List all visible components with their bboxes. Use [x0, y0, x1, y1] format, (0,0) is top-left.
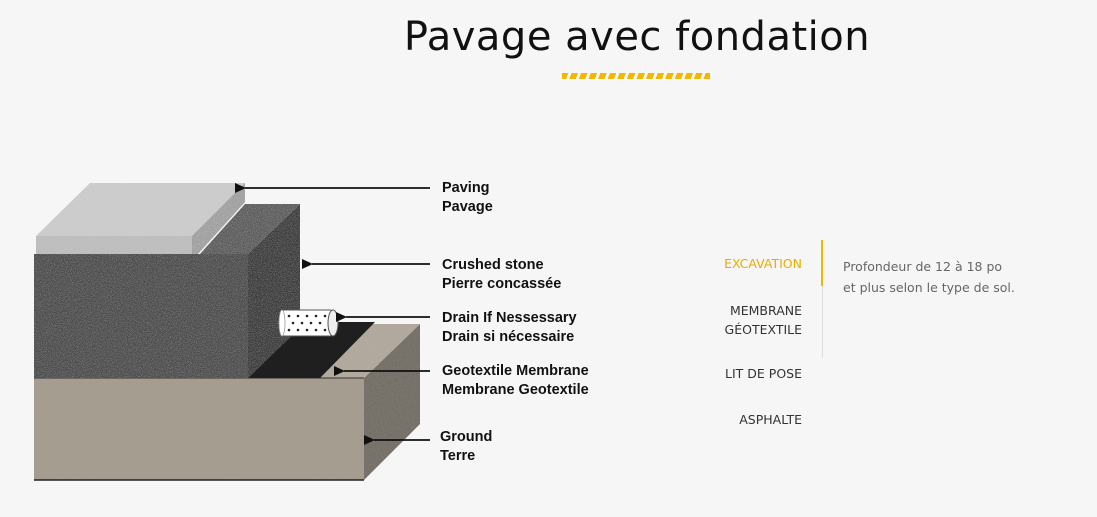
- tab-lit-de-pose-label: LIT DE POSE: [725, 366, 802, 381]
- paving-label: Paving Pavage: [442, 179, 493, 217]
- paving-label-en: Paving: [442, 180, 490, 196]
- ground-label-en: Ground: [440, 429, 493, 445]
- ground-label-fr: Terre: [440, 448, 476, 464]
- crushed-stone-layer: [34, 204, 300, 378]
- tab-description: Profondeur de 12 à 18 po et plus selon l…: [843, 256, 1073, 298]
- crushed-stone-label-en: Crushed stone: [442, 257, 544, 273]
- tab-asphalte[interactable]: ASPHALTE: [739, 410, 802, 429]
- page-title: Pavage avec fondation: [403, 14, 871, 60]
- label-arrows: [235, 183, 430, 445]
- geotextile-membrane-layer: [248, 322, 375, 378]
- drain-label: Drain If Nessessary Drain si nécessaire: [442, 309, 577, 347]
- paving-layer: [36, 183, 245, 254]
- description-line-2: et plus selon le type de sol.: [843, 280, 1015, 295]
- geotextile-label: Geotextile Membrane Membrane Geotextile: [442, 362, 589, 400]
- tab-membrane-label-line2: GÉOTEXTILE: [724, 322, 802, 337]
- title-underline: [562, 73, 710, 79]
- tab-excavation[interactable]: EXCAVATION: [724, 254, 802, 273]
- geotextile-label-en: Geotextile Membrane: [442, 363, 589, 379]
- active-tab-indicator: [821, 240, 823, 286]
- description-line-1: Profondeur de 12 à 18 po: [843, 259, 1003, 274]
- tab-lit-de-pose[interactable]: LIT DE POSE: [725, 364, 802, 383]
- ground-label: Ground Terre: [440, 428, 492, 466]
- paving-cross-section-diagram: [34, 183, 430, 481]
- tab-membrane-geotextile[interactable]: MEMBRANE GÉOTEXTILE: [725, 301, 802, 339]
- tab-divider: [822, 240, 823, 358]
- drain-label-en: Drain If Nessessary: [442, 310, 577, 326]
- drain-label-fr: Drain si nécessaire: [442, 329, 575, 345]
- crushed-stone-label: Crushed stone Pierre concassée: [442, 256, 561, 294]
- tab-membrane-label-line1: MEMBRANE: [729, 303, 802, 318]
- tab-excavation-label: EXCAVATION: [724, 256, 802, 271]
- paving-label-fr: Pavage: [442, 199, 493, 215]
- crushed-stone-label-fr: Pierre concassée: [442, 276, 562, 292]
- geotextile-label-fr: Membrane Geotextile: [442, 382, 589, 398]
- drain-pipe: [278, 309, 339, 337]
- tab-asphalte-label: ASPHALTE: [739, 412, 802, 427]
